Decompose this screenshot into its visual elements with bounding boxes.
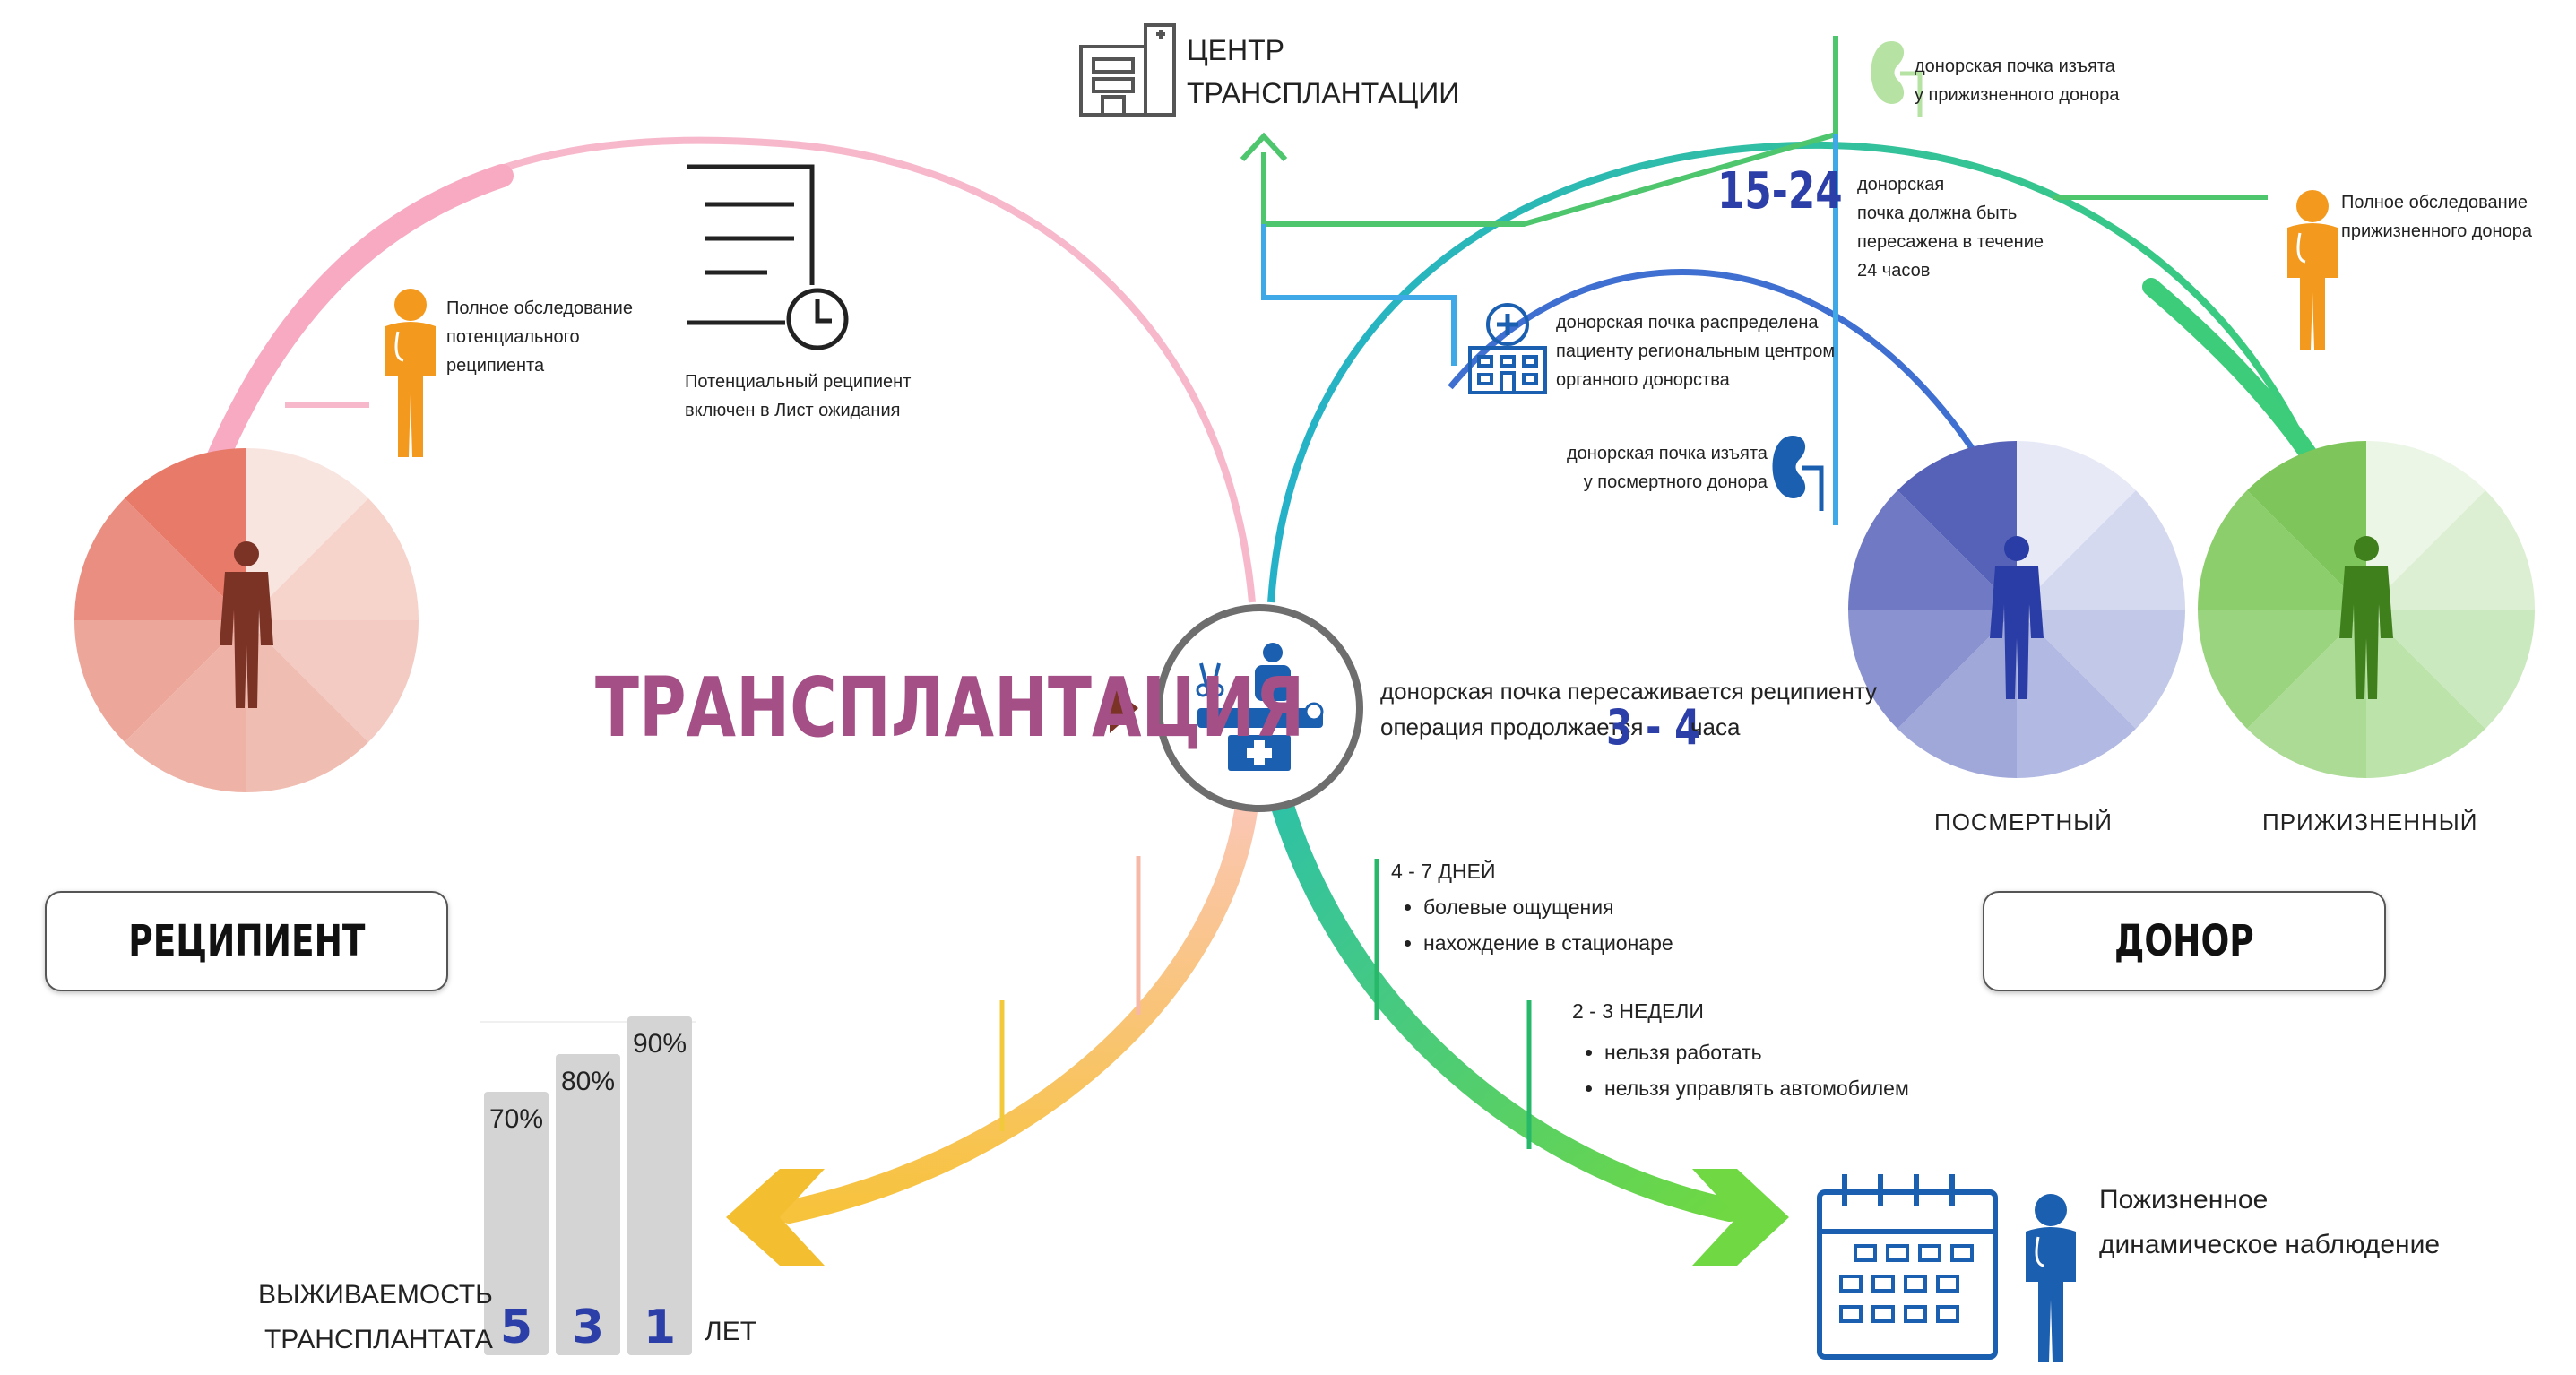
- surgery-icon: [1196, 643, 1324, 771]
- survival-unit: ЛЕТ: [705, 1317, 757, 1346]
- living-kidney-note: донорская почка изъята у прижизненного д…: [1915, 56, 2120, 105]
- green-route: [1261, 132, 1837, 227]
- donor-label: ДОНОР: [2114, 916, 2254, 966]
- title-arrow: [1110, 685, 1138, 733]
- bar-value-label: 80%: [561, 1067, 615, 1096]
- bar-category-label: 1: [644, 1301, 676, 1354]
- arrow-up-icon: [1240, 132, 1288, 162]
- waitlist-note: Потенциальный реципиент включен в Лист о…: [685, 372, 912, 420]
- person-icon: [1990, 536, 2044, 699]
- bar-category-label: 5: [500, 1301, 532, 1354]
- recipient-label: РЕЦИПИЕНТ: [127, 916, 366, 966]
- clinic-icon: [1468, 303, 1547, 394]
- posthumous-kidney-note: донорская почка изъята у посмертного дон…: [1567, 444, 1768, 492]
- recipient-exam-note: Полное обследование потенциального рецип…: [446, 298, 633, 376]
- bar: [556, 1054, 620, 1355]
- operation-duration-label: операция продолжается: [1380, 713, 1644, 740]
- donor-arc-thick: [2142, 278, 2320, 466]
- recovery-stage2-title: 2 - 3 НЕДЕЛИ: [1572, 999, 1704, 1023]
- doctor-icon: [385, 289, 436, 457]
- list-item: нахождение в стационаре: [1423, 925, 1673, 961]
- list-item: нельзя работать: [1604, 1034, 1909, 1070]
- person-icon: [2339, 536, 2393, 699]
- list-item: болевые ощущения: [1423, 889, 1673, 925]
- transplant-center-label: ЦЕНТР ТРАНСПЛАНТАЦИИ: [1187, 34, 1460, 109]
- blue-route: [1261, 134, 1838, 525]
- posthumous-pie: [1848, 440, 2185, 779]
- doctor-icon: [2287, 190, 2338, 350]
- distribution-note: донорская почка распределена пациенту ре…: [1556, 313, 1836, 390]
- posthumous-arc: [1448, 269, 1975, 450]
- calendar-icon: [1817, 1174, 1998, 1360]
- living-exam-note: Полное обследование прижизненного донора: [2341, 193, 2532, 241]
- hours-note: донорская почка должна быть пересажена в…: [1857, 175, 2044, 281]
- recovery-stage2-list: нельзя работать нельзя управлять автомоб…: [1579, 1034, 1909, 1106]
- followup-note: Пожизненное динамическое наблюдение: [2099, 1185, 2441, 1259]
- list-item: нельзя управлять автомобилем: [1604, 1070, 1909, 1106]
- hours-value: 15-24: [1717, 162, 1843, 221]
- bar: [627, 1016, 692, 1355]
- survival-chart: 70% 5 80% 3 90% 1: [480, 1016, 696, 1355]
- page-title: ТРАНСПЛАНТАЦИЯ: [595, 660, 1305, 756]
- posthumous-label: ПОСМЕРТНЫЙ: [1934, 809, 2113, 835]
- hospital-building-icon: [1079, 23, 1176, 117]
- arrow-left-icon: [726, 1169, 825, 1266]
- bar-category-label: 3: [572, 1301, 604, 1354]
- recovery-stage1-title: 4 - 7 ДНЕЙ: [1391, 860, 1496, 883]
- living-pie: [2198, 440, 2535, 779]
- recipient-arc-thick: [203, 164, 514, 476]
- kidney-icon: [1772, 436, 1824, 511]
- recovery-arc: [1268, 786, 1742, 1222]
- person-icon: [220, 541, 273, 708]
- arrow-right-icon: [1692, 1169, 1789, 1266]
- recipient-pie: [73, 447, 419, 793]
- survival-label: ВЫЖИВАЕМОСТЬ ТРАНСПЛАНТАТА: [258, 1280, 493, 1354]
- document-clock-icon: [687, 164, 849, 350]
- living-label: ПРИЖИЗНЕННЫЙ: [2262, 809, 2478, 835]
- operation-note: донорская почка пересаживается реципиент…: [1380, 678, 1878, 705]
- operation-duration-unit: часа: [1690, 713, 1741, 740]
- bar: [484, 1092, 549, 1355]
- recovery-stage1-list: болевые ощущения нахождение в стационаре: [1398, 889, 1673, 961]
- operation-duration: 3 - 4: [1606, 699, 1701, 756]
- kidney-icon: [1871, 41, 1923, 117]
- survival-arc: [777, 786, 1259, 1224]
- donor-label-box: ДОНОР: [1983, 891, 2386, 991]
- recipient-label-box: РЕЦИПИЕНТ: [45, 891, 448, 991]
- bar-value-label: 70%: [489, 1104, 543, 1134]
- bar-value-label: 90%: [633, 1029, 687, 1059]
- doctor-icon: [2026, 1194, 2076, 1362]
